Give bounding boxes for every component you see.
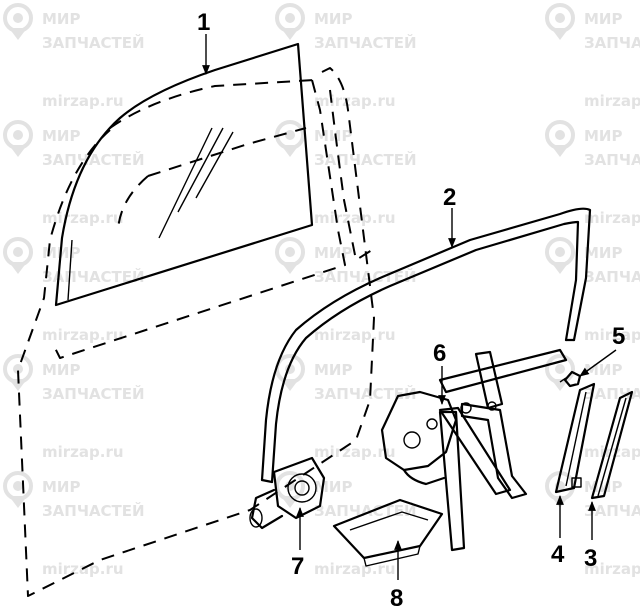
window-regulator bbox=[380, 348, 568, 552]
watermark-line1: МИР bbox=[314, 127, 352, 145]
watermark-tile: МИР ЗАПЧАСТЕЙ mirzap.ru bbox=[275, 354, 417, 461]
watermark-tile: МИР ЗАПЧАСТЕЙ mirzap.ru bbox=[3, 3, 145, 110]
regulator-bracket bbox=[332, 498, 444, 567]
watermark-line1: МИР bbox=[314, 361, 352, 379]
watermark-line2: ЗАПЧАСТЕЙ bbox=[42, 33, 145, 52]
watermark-logo-icon bbox=[275, 471, 305, 510]
watermark-site: mirzap.ru bbox=[584, 443, 640, 461]
callout-4: 4 bbox=[551, 541, 565, 568]
watermark-site: mirzap.ru bbox=[42, 209, 124, 227]
watermark-line1: МИР bbox=[584, 361, 622, 379]
watermark-tile: МИР ЗАПЧАСТЕЙ mirzap.ru bbox=[3, 120, 145, 227]
front-guide-channel bbox=[554, 382, 596, 494]
watermark-line2: ЗАПЧАСТЕЙ bbox=[314, 384, 417, 403]
watermark-site: mirzap.ru bbox=[584, 326, 640, 344]
watermark-site: mirzap.ru bbox=[584, 209, 640, 227]
watermark-site: mirzap.ru bbox=[314, 443, 396, 461]
watermark-site: mirzap.ru bbox=[584, 92, 640, 110]
callout-8: 8 bbox=[390, 585, 403, 612]
watermark-site: mirzap.ru bbox=[314, 92, 396, 110]
watermark-line1: МИР bbox=[314, 478, 352, 496]
leader-lines bbox=[202, 34, 617, 580]
watermark-logo-icon bbox=[275, 354, 305, 393]
glass-run-channel bbox=[260, 207, 592, 484]
watermark-line1: МИР bbox=[584, 127, 622, 145]
watermark-site: mirzap.ru bbox=[584, 560, 640, 578]
watermark-tile: МИР ЗАПЧАСТЕЙ mirzap.ru bbox=[545, 120, 640, 227]
watermark-tile: МИР ЗАПЧАСТЕЙ mirzap.ru bbox=[275, 3, 417, 110]
watermark-tile: МИР ЗАПЧАСТЕЙ mirzap.ru bbox=[545, 237, 640, 344]
watermark-line2: ЗАПЧАСТЕЙ bbox=[42, 501, 145, 520]
watermark-logo-icon bbox=[3, 3, 33, 42]
watermark-logo-icon bbox=[275, 3, 305, 42]
callout-7: 7 bbox=[291, 553, 304, 580]
watermark-logo-icon bbox=[3, 471, 33, 510]
watermark-line2: ЗАПЧАСТЕЙ bbox=[314, 501, 417, 520]
watermark-logo-icon bbox=[545, 120, 575, 159]
watermark-logo-icon bbox=[275, 120, 305, 159]
watermark-line1: МИР bbox=[42, 10, 80, 28]
watermark-line2: ЗАПЧАСТЕЙ bbox=[314, 267, 417, 286]
callout-1: 1 bbox=[197, 9, 210, 36]
clip-fastener bbox=[559, 370, 582, 388]
callout-2: 2 bbox=[443, 184, 456, 211]
watermark-line1: МИР bbox=[584, 244, 622, 262]
callout-5: 5 bbox=[612, 323, 625, 350]
watermark-line2: ЗАПЧАСТЕЙ bbox=[314, 150, 417, 169]
watermark-site: mirzap.ru bbox=[42, 326, 124, 344]
watermark-line1: МИР bbox=[42, 361, 80, 379]
watermark-logo-icon bbox=[3, 120, 33, 159]
watermark-line2: ЗАПЧАСТЕЙ bbox=[42, 384, 145, 403]
watermark-logo-icon bbox=[275, 237, 305, 276]
watermark-site: mirzap.ru bbox=[314, 209, 396, 227]
watermark-line2: ЗАПЧАСТЕЙ bbox=[584, 150, 640, 169]
door-outline bbox=[17, 67, 375, 597]
door-glass bbox=[54, 42, 314, 307]
watermark-tile: МИР ЗАПЧАСТЕЙ mirzap.ru bbox=[3, 354, 145, 461]
watermark-line2: ЗАПЧАСТЕЙ bbox=[584, 501, 640, 520]
watermark-site: mirzap.ru bbox=[314, 326, 396, 344]
rear-guide-channel bbox=[590, 390, 634, 500]
callout-6: 6 bbox=[433, 340, 446, 367]
watermark-line1: МИР bbox=[42, 478, 80, 496]
watermark-logo-icon bbox=[545, 3, 575, 42]
watermark-line2: ЗАПЧАСТЕЙ bbox=[314, 33, 417, 52]
callout-3: 3 bbox=[584, 545, 597, 572]
watermark-line1: МИР bbox=[42, 127, 80, 145]
watermark-logo-icon bbox=[545, 237, 575, 276]
watermark-line2: ЗАПЧАСТЕЙ bbox=[584, 33, 640, 52]
watermark-line1: МИР bbox=[584, 478, 622, 496]
watermark-line1: МИР bbox=[584, 10, 622, 28]
watermark-site: mirzap.ru bbox=[42, 443, 124, 461]
callout-numbers: 1 2 3 4 5 6 7 8 bbox=[197, 9, 625, 612]
regulator-motor bbox=[249, 456, 326, 530]
watermark-line1: МИР bbox=[314, 244, 352, 262]
watermark-logo-icon bbox=[3, 237, 33, 276]
watermark-tile: МИР ЗАПЧАСТЕЙ mirzap.ru bbox=[545, 3, 640, 110]
watermark-line1: МИР bbox=[314, 10, 352, 28]
watermark-line2: ЗАПЧАСТЕЙ bbox=[42, 267, 145, 286]
watermark-site: mirzap.ru bbox=[42, 92, 124, 110]
watermark-line2: ЗАПЧАСТЕЙ bbox=[42, 150, 145, 169]
watermark-line2: ЗАПЧАСТЕЙ bbox=[584, 267, 640, 286]
